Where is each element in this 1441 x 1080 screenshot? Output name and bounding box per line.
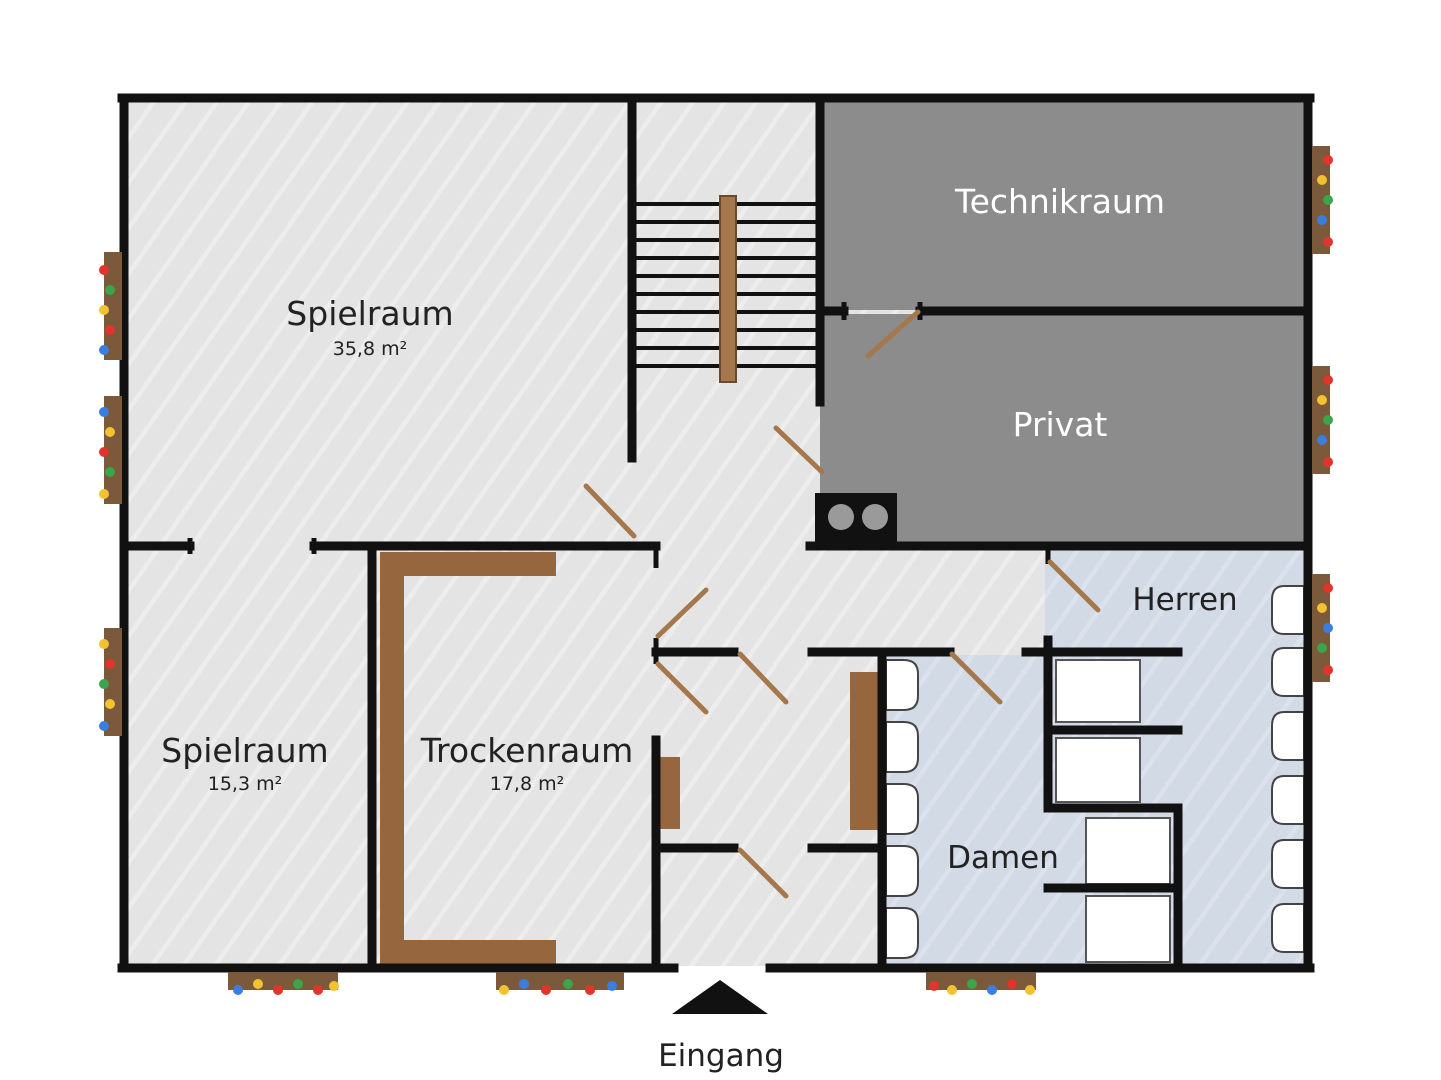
urinals-herren xyxy=(1271,585,1305,953)
label-technikraum: Technikraum xyxy=(954,182,1165,221)
toilet-stalls xyxy=(1055,659,1171,963)
wall-stubs xyxy=(187,302,1051,664)
planter-left-3 xyxy=(99,628,122,736)
entrance-arrow-icon xyxy=(672,980,768,1014)
sinks-damen xyxy=(885,659,919,959)
label-entrance: Eingang xyxy=(658,1038,784,1074)
label-damen: Damen xyxy=(947,840,1059,876)
area-spielraum-small: 15,3 m² xyxy=(208,773,282,795)
boiler-tank-left xyxy=(828,504,854,530)
label-herren: Herren xyxy=(1132,582,1237,618)
planter-bottom-3 xyxy=(926,972,1036,995)
planter-left-1 xyxy=(99,252,122,360)
doors xyxy=(583,309,1101,899)
label-spielraum-big: Spielraum xyxy=(286,294,453,333)
planter-left-2 xyxy=(99,396,122,504)
stair-railing xyxy=(719,195,737,383)
floor-technikraum xyxy=(820,100,1304,310)
planter-bottom-2 xyxy=(496,972,624,995)
planter-right-2 xyxy=(1312,366,1333,474)
planter-right-3 xyxy=(1312,574,1333,682)
label-privat: Privat xyxy=(1013,405,1108,444)
trockenraum-counter xyxy=(380,552,556,964)
boiler-tank-right xyxy=(862,504,888,530)
walls xyxy=(117,93,1315,973)
label-spielraum-small: Spielraum xyxy=(161,731,328,770)
area-spielraum-big: 35,8 m² xyxy=(333,338,407,360)
floor-privat xyxy=(820,314,1304,546)
label-trockenraum: Trockenraum xyxy=(420,731,634,770)
trockenraum-shelf xyxy=(660,757,680,829)
area-trockenraum: 17,8 m² xyxy=(490,773,564,795)
planter-bottom-1 xyxy=(228,972,339,995)
corridor-counter xyxy=(850,672,878,830)
planter-right-1 xyxy=(1312,146,1333,254)
